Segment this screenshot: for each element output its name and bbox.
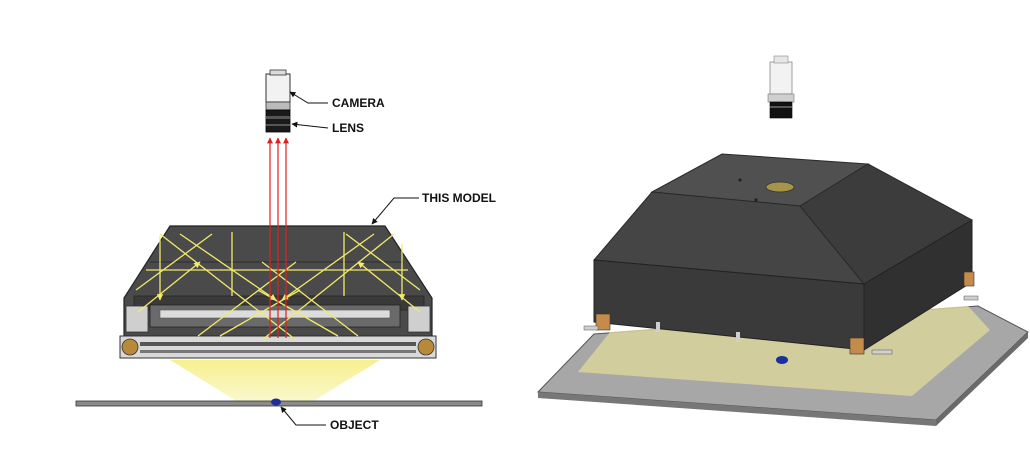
- right-bracket: [407, 305, 431, 333]
- camera-3d: [767, 55, 795, 119]
- left-roller: [121, 338, 139, 356]
- object-3d: [776, 356, 788, 364]
- left-bracket: [125, 305, 149, 333]
- object-label: OBJECT: [330, 418, 379, 432]
- light-rays: [135, 232, 421, 341]
- lens-label: LENS: [332, 121, 364, 135]
- object-leader: [280, 406, 326, 426]
- model-label: THIS MODEL: [422, 191, 496, 205]
- cross-section-view: CAMERA LENS THIS MODEL OBJECT: [75, 69, 496, 432]
- bottom-rail: [119, 335, 437, 359]
- isometric-view: [536, 55, 1029, 426]
- camera-label: CAMERA: [332, 96, 385, 110]
- model-leader: [371, 197, 419, 225]
- bracket-side: [963, 271, 975, 287]
- lens-leader: [291, 121, 329, 129]
- lens-3d: [769, 101, 793, 119]
- bracket-front-left: [595, 313, 611, 331]
- lens-body: [265, 109, 291, 133]
- illumination-cone: [170, 360, 380, 402]
- camera-leader: [289, 91, 328, 104]
- camera-section: [265, 69, 291, 133]
- right-roller: [417, 338, 435, 356]
- lens-opening: [765, 181, 795, 193]
- object-dot: [271, 398, 281, 406]
- camera-rays: [267, 137, 289, 338]
- bracket-front-right: [849, 337, 865, 355]
